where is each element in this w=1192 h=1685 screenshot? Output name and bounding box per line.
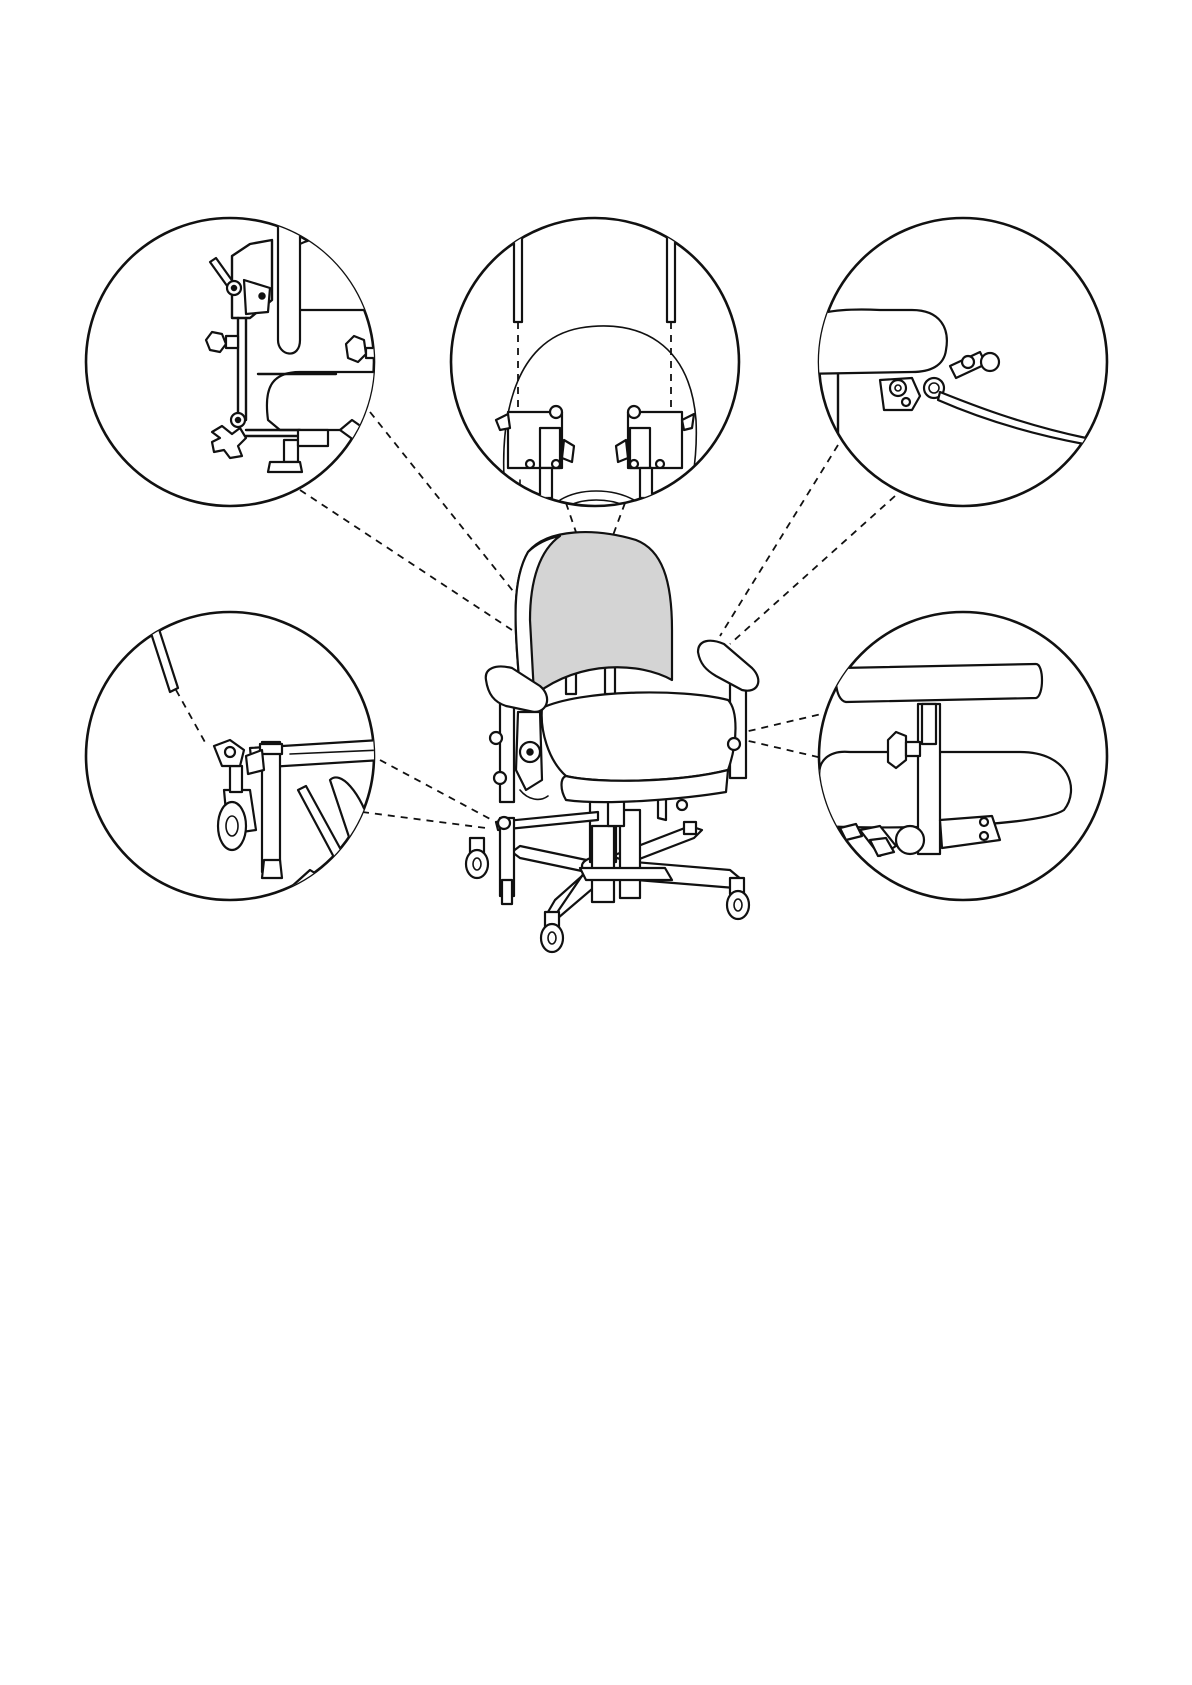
left-armrest-post [500,700,514,802]
rail-right [667,230,675,322]
armrest-height-knob-detail [888,732,906,768]
leader-line-footrest-upper [380,760,492,820]
right-armrest-pad [698,641,758,691]
armrest-release-knob [896,826,924,854]
seat-cushion [542,692,736,802]
leader-line-armrest-height-upper [736,712,830,734]
caster-right [727,878,749,919]
caster-front [541,912,563,952]
leader-line-footrest-lower [362,812,486,828]
backrest-tilt-mechanism-detail [86,218,400,506]
footrest-caster-detail [86,612,382,900]
backrest-height-rails-detail [451,218,739,520]
leader-line-armrest-pivot-upper [720,445,838,636]
caster-wheel [218,802,246,850]
armrest-pivot-detail [800,218,1107,510]
office-chair [466,532,758,952]
caster-back [684,822,696,834]
leader-line-armrest-pivot-lower [730,496,895,644]
tilt-knob-left [206,332,238,352]
armrest-height-adjustment-detail [819,612,1107,900]
caster-left [466,838,488,878]
armrest-pad-top [836,664,1042,702]
leader-line-tilt-lower [300,490,512,630]
leader-line-rails-right [612,503,625,538]
rail-left [514,230,522,322]
seat-cushion-section [267,372,400,430]
armrest-pad-section [800,310,947,374]
seat-cushion-side [819,752,1071,828]
leader-line-armrest-height-lower [736,738,822,758]
